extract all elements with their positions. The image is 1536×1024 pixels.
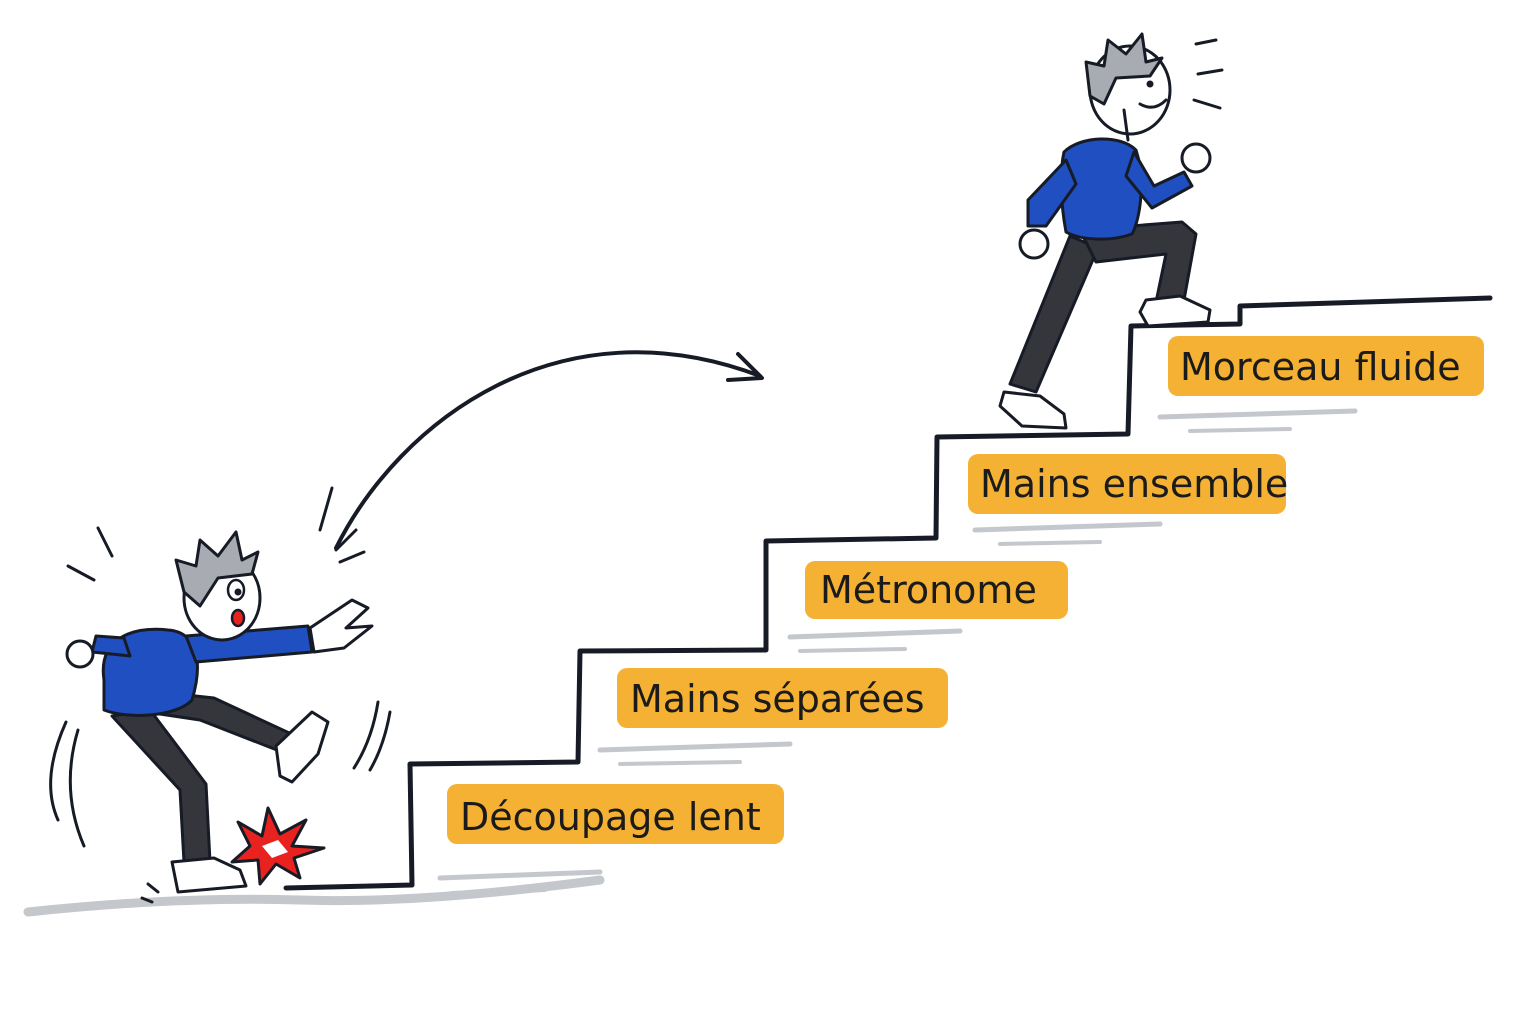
step-label-1: Découpage lent [447,784,784,844]
step-label-5-text: Morceau fluide [1180,345,1461,389]
step-label-1-text: Découpage lent [460,795,761,839]
motion-lines [49,38,1224,904]
step-label-2-text: Mains séparées [630,677,925,721]
staircase [283,295,1493,891]
step-label-3: Métronome [805,561,1068,619]
step-label-3-text: Métronome [820,568,1037,612]
ground-shadows [23,408,1358,917]
curved-arrow-icon [334,350,764,550]
step-label-2: Mains séparées [617,668,948,728]
impact-burst-icon [230,806,326,886]
happy-climbing-person-icon [998,32,1212,430]
step-label-4: Mains ensemble [968,454,1288,514]
step-label-5: Morceau fluide [1168,336,1484,396]
step-label-4-text: Mains ensemble [980,462,1288,506]
stumbling-person-icon [65,530,374,894]
